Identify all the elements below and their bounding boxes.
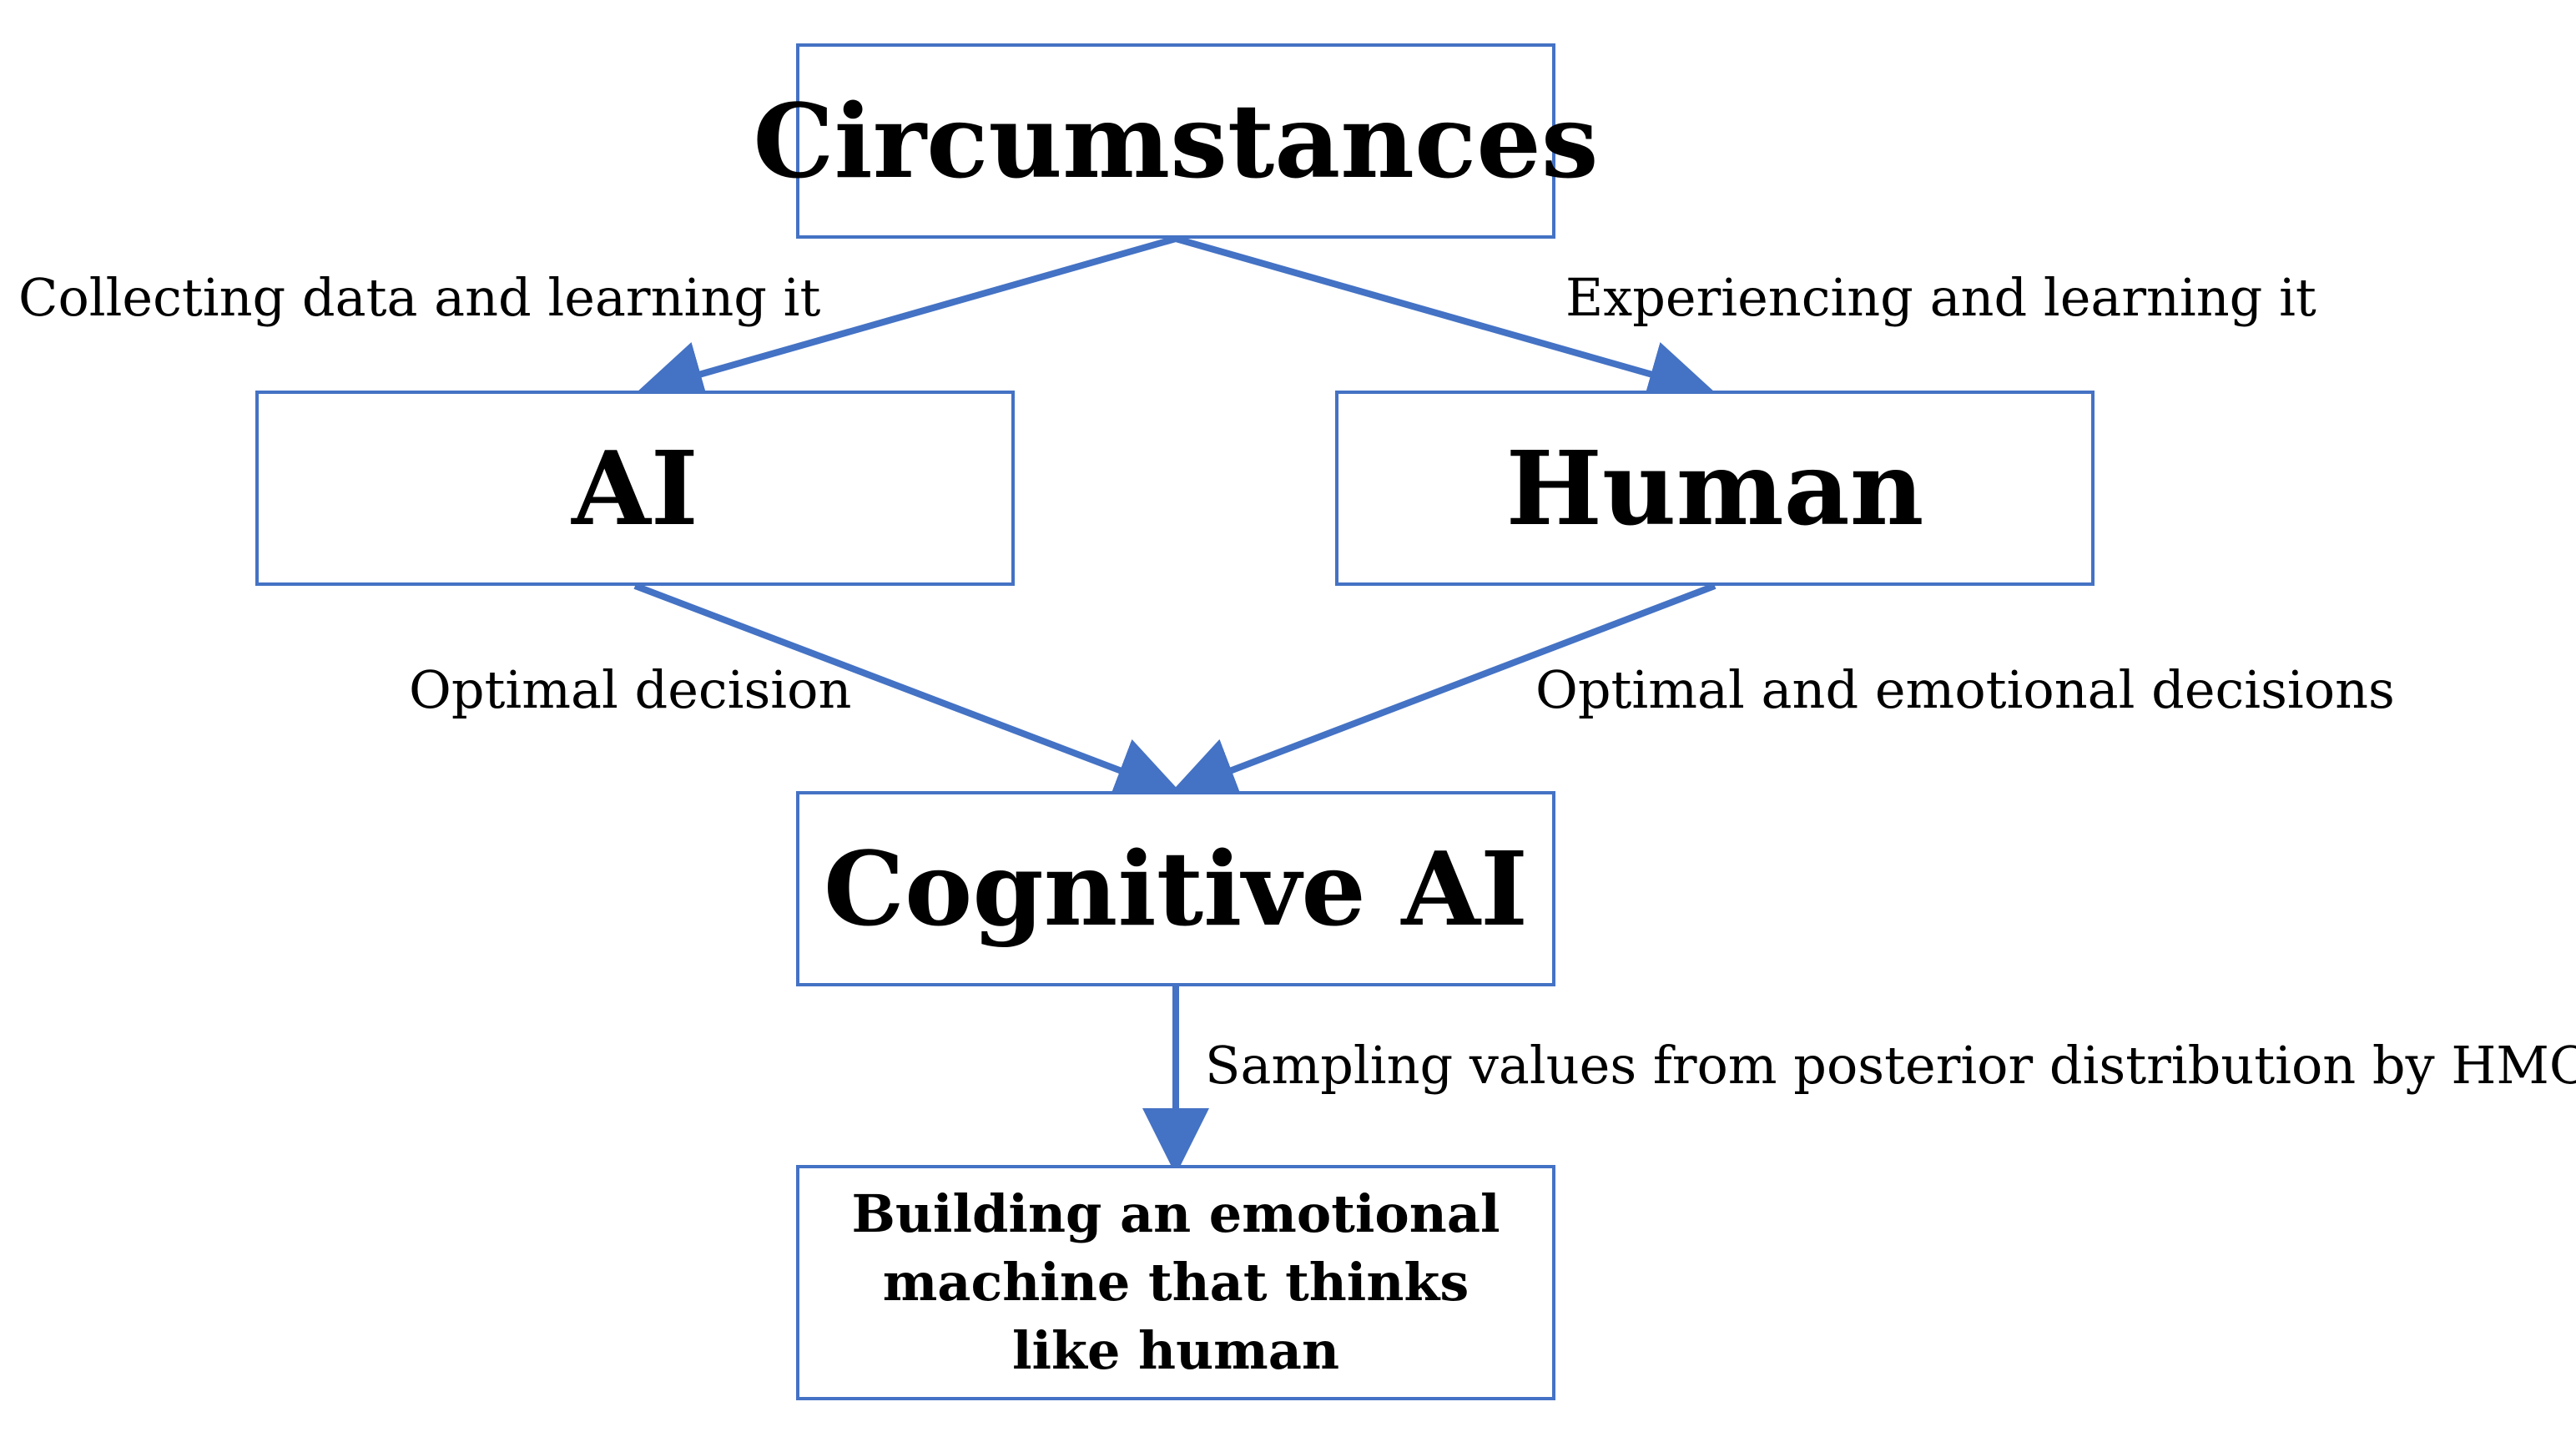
node-cognitive-ai-label: Cognitive AI — [823, 829, 1529, 949]
node-ai: AI — [255, 391, 1015, 586]
arrow-circumstances-to-ai — [636, 235, 1177, 406]
arrow-human-to-cognitive — [1169, 582, 1716, 802]
arrow-ai-to-cognitive — [633, 582, 1182, 802]
edge-label-sampling: Sampling values from posterior distribut… — [1205, 1035, 2576, 1096]
edge-label-collecting: Collecting data and learning it — [18, 267, 821, 328]
node-ai-label: AI — [572, 428, 698, 548]
node-cognitive-ai: Cognitive AI — [796, 791, 1555, 986]
node-circumstances: Circumstances — [753, 43, 1599, 239]
node-human-label: Human — [1505, 428, 1924, 548]
edge-label-optimal-emotional: Optimal and emotional decisions — [1535, 659, 2395, 720]
node-circumstances-label: Circumstances — [753, 81, 1599, 201]
node-human: Human — [1335, 391, 2095, 586]
node-building-label: Building an emotional machine that think… — [851, 1183, 1500, 1381]
arrow-circumstances-to-human — [1174, 235, 1716, 406]
edge-label-experiencing: Experiencing and learning it — [1565, 267, 2316, 328]
node-building-emotional-machine: Building an emotional machine that think… — [796, 1165, 1555, 1400]
edge-label-optimal-decision: Optimal decision — [409, 659, 852, 720]
